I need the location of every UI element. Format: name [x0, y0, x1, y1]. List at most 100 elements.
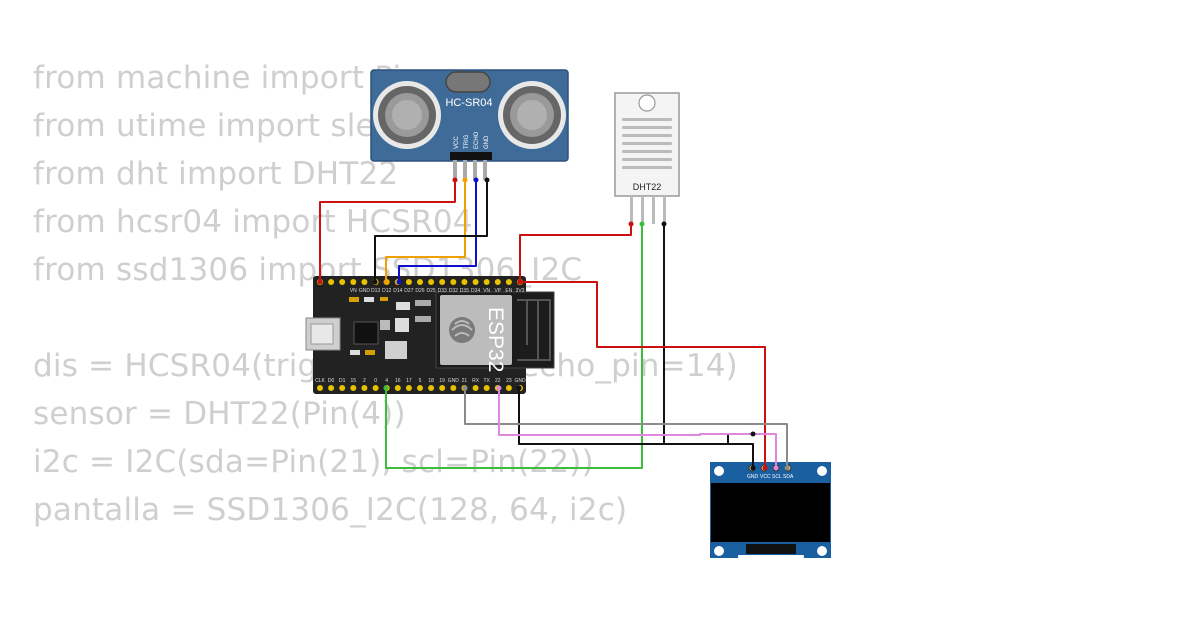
- wire-endpoint: [496, 385, 502, 391]
- oled-display[interactable]: GND VCC SCL SDA: [710, 462, 831, 558]
- esp32-pin-top[interactable]: [472, 279, 479, 285]
- esp32-pin-bottom[interactable]: [339, 385, 346, 391]
- esp32-pin-top[interactable]: [483, 279, 490, 285]
- hcsr04-pin-trig: [463, 160, 467, 180]
- esp32-pin-top[interactable]: [405, 279, 412, 285]
- esp32-pin-label: 0: [374, 378, 377, 384]
- hcsr04-pin-label: VCC: [454, 136, 460, 149]
- code-line: i2c = I2C(sda=Pin(21), scl=Pin(22)): [33, 444, 594, 480]
- esp32-pin-bottom[interactable]: [450, 385, 457, 391]
- esp32-pin-bottom[interactable]: [428, 385, 435, 391]
- wire-endpoint: [473, 177, 479, 183]
- esp32-pin-top[interactable]: [328, 279, 335, 285]
- esp32-pin-label: 3V3: [516, 288, 525, 294]
- wire-hcsr04-gnd: [374, 180, 488, 282]
- esp32-chip-label: ESP32: [484, 307, 507, 372]
- hcsr04-pin-label: GND: [484, 135, 490, 149]
- antenna-trace-icon: [517, 299, 551, 361]
- code-line: pantalla = SSD1306_I2C(128, 64, i2c): [33, 492, 628, 528]
- oled-ribbon: [746, 544, 796, 554]
- esp32-pin-bottom[interactable]: [328, 385, 335, 391]
- esp32-pin-label: VP: [494, 288, 501, 294]
- hcsr04-pin-gnd: [483, 160, 487, 180]
- esp32-pin-bottom[interactable]: [394, 385, 401, 391]
- dht22-grille: [622, 118, 672, 169]
- wire-endpoint: [383, 279, 389, 285]
- oled-pin-label: SCL: [772, 474, 782, 480]
- esp32-pin-label: 4: [385, 378, 388, 384]
- esp32-pin-label: GND: [448, 378, 460, 384]
- hcsr04-pin-label: ECHO: [474, 131, 480, 149]
- wire-endpoint: [773, 465, 779, 471]
- esp32-pin-label: D0: [328, 378, 335, 384]
- esp32-pin-label: D14: [393, 288, 402, 294]
- code-line: from dht import DHT22: [33, 156, 399, 192]
- esp32-pin-label: D25: [427, 288, 436, 294]
- esp32-pin-label: VN: [350, 288, 357, 294]
- dht22-title: DHT22: [633, 182, 662, 192]
- wire-endpoint: [639, 221, 645, 227]
- smd-components: [349, 297, 431, 359]
- esp32-pin-bottom[interactable]: [317, 385, 323, 391]
- wire-hcsr04-trig: [385, 180, 466, 282]
- wire-oled-scl: [498, 388, 777, 468]
- hcsr04-crystal: [445, 71, 491, 93]
- oled-mount-hole: [817, 546, 827, 556]
- esp32-pin-label: 5: [419, 378, 422, 384]
- esp32-pin-label: D13: [371, 288, 380, 294]
- hcsr04-header: [450, 152, 492, 160]
- esp32-pin-label: 16: [395, 378, 401, 384]
- esp32-pin-bottom[interactable]: [439, 385, 446, 391]
- esp32-pin-label: 21: [462, 378, 468, 384]
- esp32-pin-top[interactable]: [361, 279, 368, 285]
- esp32-pin-label: D32: [449, 288, 458, 294]
- esp32-pin-label: VN: [483, 288, 490, 294]
- esp32-pin-bottom[interactable]: [505, 385, 512, 391]
- esp32-pin-bottom[interactable]: [361, 385, 368, 391]
- esp32-pin-label: 23: [506, 378, 512, 384]
- esp32-pin-label: 17: [406, 378, 412, 384]
- esp32-pin-label: 19: [439, 378, 445, 384]
- esp32-pin-top[interactable]: [494, 279, 501, 285]
- esp32-pin-top[interactable]: [350, 279, 357, 285]
- esp32-pin-label: 18: [428, 378, 434, 384]
- esp32-pin-top[interactable]: [461, 279, 468, 285]
- esp32-pin-top[interactable]: [439, 279, 446, 285]
- wire-endpoint: [516, 385, 522, 391]
- esp32-pin-bottom[interactable]: [417, 385, 423, 391]
- esp32-pin-top[interactable]: [428, 279, 435, 285]
- esp32-pin-label: 15: [351, 378, 357, 384]
- hcsr04-pin-label: TRIG: [464, 134, 470, 149]
- wire-hcsr04-vcc: [319, 180, 456, 282]
- wire-endpoint: [661, 221, 667, 227]
- wire-endpoint: [317, 279, 323, 285]
- esp32-pin-top[interactable]: [505, 279, 512, 285]
- esp32-pin-bottom[interactable]: [405, 385, 412, 391]
- wire-endpoint: [462, 385, 468, 391]
- oled-pin-label: SDA: [783, 474, 794, 480]
- dht22-mount-hole: [638, 94, 656, 112]
- wire-endpoint: [517, 279, 523, 285]
- esp32-pin-bottom[interactable]: [483, 385, 490, 391]
- esp32-pin-bottom[interactable]: [472, 385, 479, 391]
- wire-hcsr04-echo: [398, 180, 477, 282]
- oled-mount-hole: [714, 546, 724, 556]
- usb-port-inner: [310, 323, 334, 345]
- hcsr04-pin-echo: [473, 160, 477, 180]
- esp32-pin-top[interactable]: [339, 279, 346, 285]
- esp32-pin-label: RX: [472, 378, 480, 384]
- esp32-pin-label: D12: [382, 288, 391, 294]
- esp32-pin-label: D1: [339, 378, 346, 384]
- oled-ribbon-tab: [738, 555, 804, 558]
- esp32-pin-bottom[interactable]: [372, 385, 379, 391]
- esp32-pin-bottom[interactable]: [350, 385, 357, 391]
- wire-endpoint: [372, 279, 378, 285]
- esp32-pin-top[interactable]: [417, 279, 423, 285]
- hcsr04-sensor[interactable]: HC-SR04 VCC TRIG ECHO GND: [370, 69, 569, 180]
- dht22-pin-gnd: [663, 196, 666, 224]
- esp32-pin-top[interactable]: [450, 279, 457, 285]
- dht22-sensor[interactable]: DHT22: [614, 92, 680, 224]
- wire-endpoint: [628, 221, 634, 227]
